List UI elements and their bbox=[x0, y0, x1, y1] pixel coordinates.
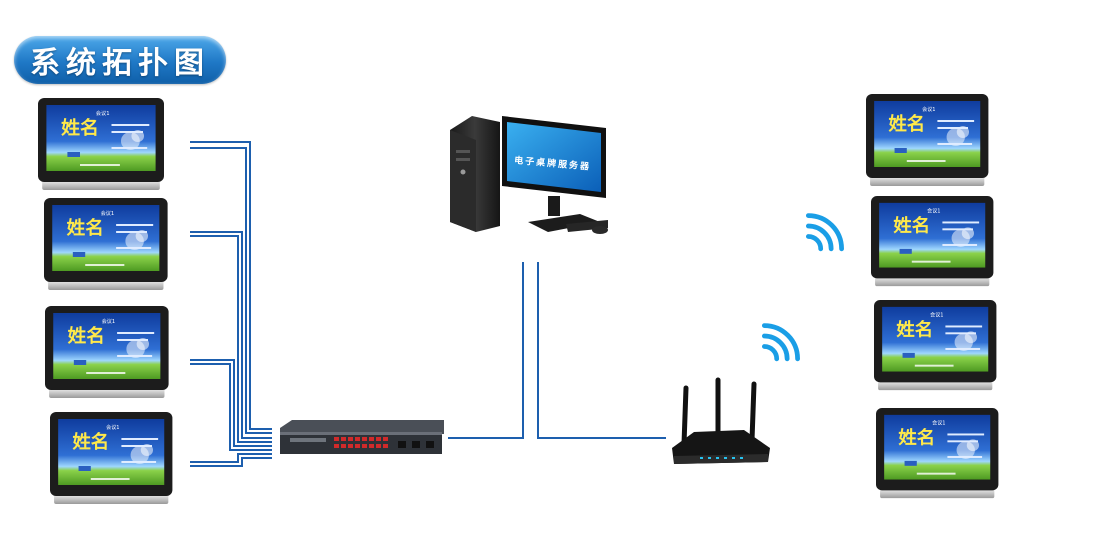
cable-tablet-1 bbox=[190, 141, 272, 430]
tablet-right-1 bbox=[866, 94, 989, 186]
tablet-right-2 bbox=[871, 196, 994, 287]
cable-switch-server bbox=[448, 262, 524, 439]
server-computer: 电子桌牌服务器 bbox=[450, 116, 608, 234]
cable-tablet-2 bbox=[190, 231, 272, 439]
wifi-signal-icon-upper bbox=[808, 216, 841, 249]
cable-tablet-3b bbox=[190, 363, 272, 451]
tablet-right-4 bbox=[876, 408, 999, 499]
tablet-left-4 bbox=[50, 412, 173, 504]
tablet-left-2 bbox=[44, 198, 168, 290]
cable-tablet-4 bbox=[190, 453, 272, 463]
title-badge: 系统拓扑图 bbox=[14, 36, 226, 84]
tablet-left-3 bbox=[45, 306, 169, 398]
cable-tablet-4b bbox=[190, 457, 272, 467]
cable-tablet-3 bbox=[190, 359, 272, 447]
tablet-right-3 bbox=[874, 300, 997, 391]
tablet-left-1 bbox=[38, 98, 164, 190]
wifi-signal-icon-lower bbox=[764, 326, 797, 359]
network-switch bbox=[280, 420, 444, 454]
cable-tablet-2b bbox=[190, 235, 272, 443]
wireless-router bbox=[672, 377, 770, 464]
cable-tablet-1b bbox=[190, 147, 272, 434]
cable-server-router bbox=[537, 262, 666, 439]
diagram-title: 系统拓扑图 bbox=[30, 46, 210, 81]
network-cables bbox=[190, 141, 666, 467]
